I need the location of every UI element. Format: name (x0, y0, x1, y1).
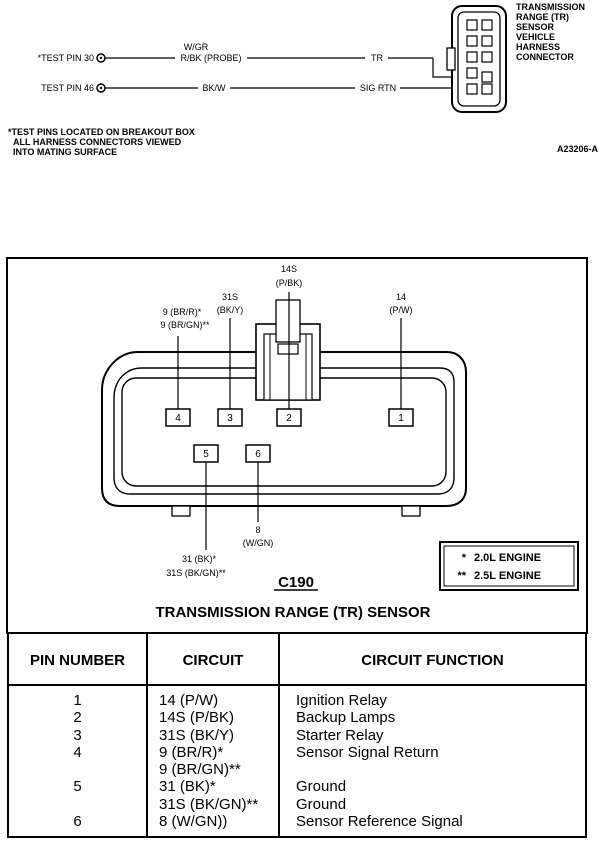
pin-3-wire-label: (BK/Y) (217, 305, 244, 315)
pin-number-cell: 3 (73, 726, 82, 744)
connector-label-line: HARNESS (516, 42, 560, 52)
tr-signal-label: TR (371, 53, 383, 63)
pin-number-cell: 4 (73, 743, 82, 761)
pin-number-cell: 5 (73, 778, 82, 796)
pin-table-divider (278, 634, 280, 836)
sig-rtn-label: SIG RTN (360, 83, 396, 93)
pin-number-cell: 6 (73, 813, 82, 831)
figure-id: A23206-A (557, 144, 599, 154)
circuit-function-column: Ignition Relay Backup Lamps Starter Rela… (296, 692, 576, 830)
pin-3-number: 3 (227, 413, 233, 424)
test-pin-46-wire-label-bg (198, 81, 230, 93)
legend-text: 2.5L ENGINE (474, 570, 541, 582)
test-pin-30-terminal-dot (99, 56, 103, 60)
pin-table: PIN NUMBER CIRCUIT CIRCUIT FUNCTION 1 2 … (7, 632, 587, 838)
test-pin-30-label: *TEST PIN 30 (38, 53, 94, 63)
test-pin-30-probe-color: R/BK (PROBE) (180, 53, 241, 63)
circuit-cell: 14 (P/W) (159, 692, 219, 709)
legend-mark: ** (457, 570, 466, 582)
connector-label-line: VEHICLE (516, 32, 555, 42)
pin-2-number: 2 (286, 413, 292, 424)
pin-2-wire-label: 14S (281, 264, 297, 274)
connector-label-line: TRANSMISSION (516, 2, 585, 12)
circuit-function-cell: Sensor Signal Return (296, 743, 439, 761)
pin-1: 1 (388, 408, 414, 427)
pin-5: 5 (193, 444, 219, 463)
engine-legend: * 2.0L ENGINE ** 2.5L ENGINE (439, 541, 579, 591)
test-pin-46-wire-color: BK/W (202, 83, 226, 93)
circuit-cell: 31S (BK/GN)** (159, 795, 259, 813)
pin-number-cell (9, 761, 146, 778)
circuit-cell: 9 (BR/R)* (159, 743, 224, 761)
pin-number-column: 1 2 3 4 5 6 (9, 692, 146, 830)
pin-6-number: 6 (255, 449, 261, 460)
circuit-cell: 9 (BR/GN)** (159, 761, 241, 779)
pin-3: 3 (217, 408, 243, 427)
circuit-function-cell: Ground (296, 778, 347, 796)
pin-1-wire-label: 14 (396, 292, 406, 302)
pin-5-wire-label: 31 (BK)* (182, 554, 217, 564)
pin-3-wire-label: 31S (222, 292, 238, 302)
pin-number-cell (9, 796, 146, 813)
c190-connector-body (101, 299, 467, 517)
pin-6-wire-label: 8 (255, 525, 260, 535)
footnote-line: INTO MATING SURFACE (13, 147, 117, 157)
connector-id: C190 (278, 574, 314, 591)
pin-table-header (9, 634, 585, 686)
header-circuit-function: CIRCUIT FUNCTION (361, 652, 504, 669)
circuit-function-cell: Starter Relay (296, 726, 384, 744)
circuit-cell: 31S (BK/Y) (159, 726, 235, 744)
circuit-cell: 8 (W/GN)) (159, 813, 228, 831)
pin-1-number: 1 (398, 413, 404, 424)
connector-label-line: SENSOR (516, 22, 555, 32)
pin-2-wire-label: (P/BK) (276, 278, 303, 288)
test-pin-30-wire-color: W/GR (184, 42, 209, 52)
circuit-function-cell: Ground (296, 795, 347, 813)
pin-number-cell: 2 (73, 709, 82, 727)
legend-mark: * (462, 552, 467, 564)
pin-4-wire-label: 9 (BR/GN)** (160, 320, 210, 330)
pin-5-wire-label: 31S (BK/GN)** (166, 568, 226, 578)
pin-4-wire-label: 9 (BR/R)* (163, 307, 202, 317)
pin-6-wire-label: (W/GN) (243, 538, 274, 548)
footnote-line: *TEST PINS LOCATED ON BREAKOUT BOX (8, 127, 195, 137)
circuit-function-cell (296, 761, 576, 778)
pin-table-divider (146, 634, 148, 836)
pin-4-number: 4 (175, 413, 181, 424)
circuit-function-cell: Ignition Relay (296, 692, 387, 709)
test-pin-46-label: TEST PIN 46 (41, 83, 94, 93)
circuit-cell: 14S (P/BK) (159, 709, 235, 727)
circuit-column: 14 (P/W) 14S (P/BK) 31S (BK/Y) 9 (BR/R)*… (159, 692, 279, 830)
circuit-cell: 31 (BK)* (159, 778, 216, 796)
header-pin-number: PIN NUMBER (29, 652, 125, 669)
circuit-function-cell: Backup Lamps (296, 709, 396, 727)
connector-label-line: RANGE (TR) (516, 12, 569, 22)
pin-5-number: 5 (203, 449, 209, 460)
legend-text: 2.0L ENGINE (474, 552, 541, 564)
connector-label: TRANSMISSION RANGE (TR) SENSOR VEHICLE H… (516, 2, 585, 62)
pin-2: 2 (276, 408, 302, 427)
connector-label-line: CONNECTOR (516, 52, 574, 62)
pin-1-wire-label: (P/W) (390, 305, 413, 315)
circuit-function-cell: Sensor Reference Signal (296, 813, 463, 831)
footnote-line: ALL HARNESS CONNECTORS VIEWED (13, 137, 182, 147)
header-circuit: CIRCUIT (182, 652, 244, 669)
sensor-title: TRANSMISSION RANGE (TR) SENSOR (155, 604, 430, 621)
pin-6: 6 (245, 444, 271, 463)
vehicle-harness-connector (446, 5, 507, 113)
pin-4: 4 (165, 408, 191, 427)
test-pin-30-wire-label-bg (175, 40, 247, 64)
test-pin-46-terminal-dot (99, 86, 103, 90)
pin-number-cell: 1 (73, 692, 82, 709)
